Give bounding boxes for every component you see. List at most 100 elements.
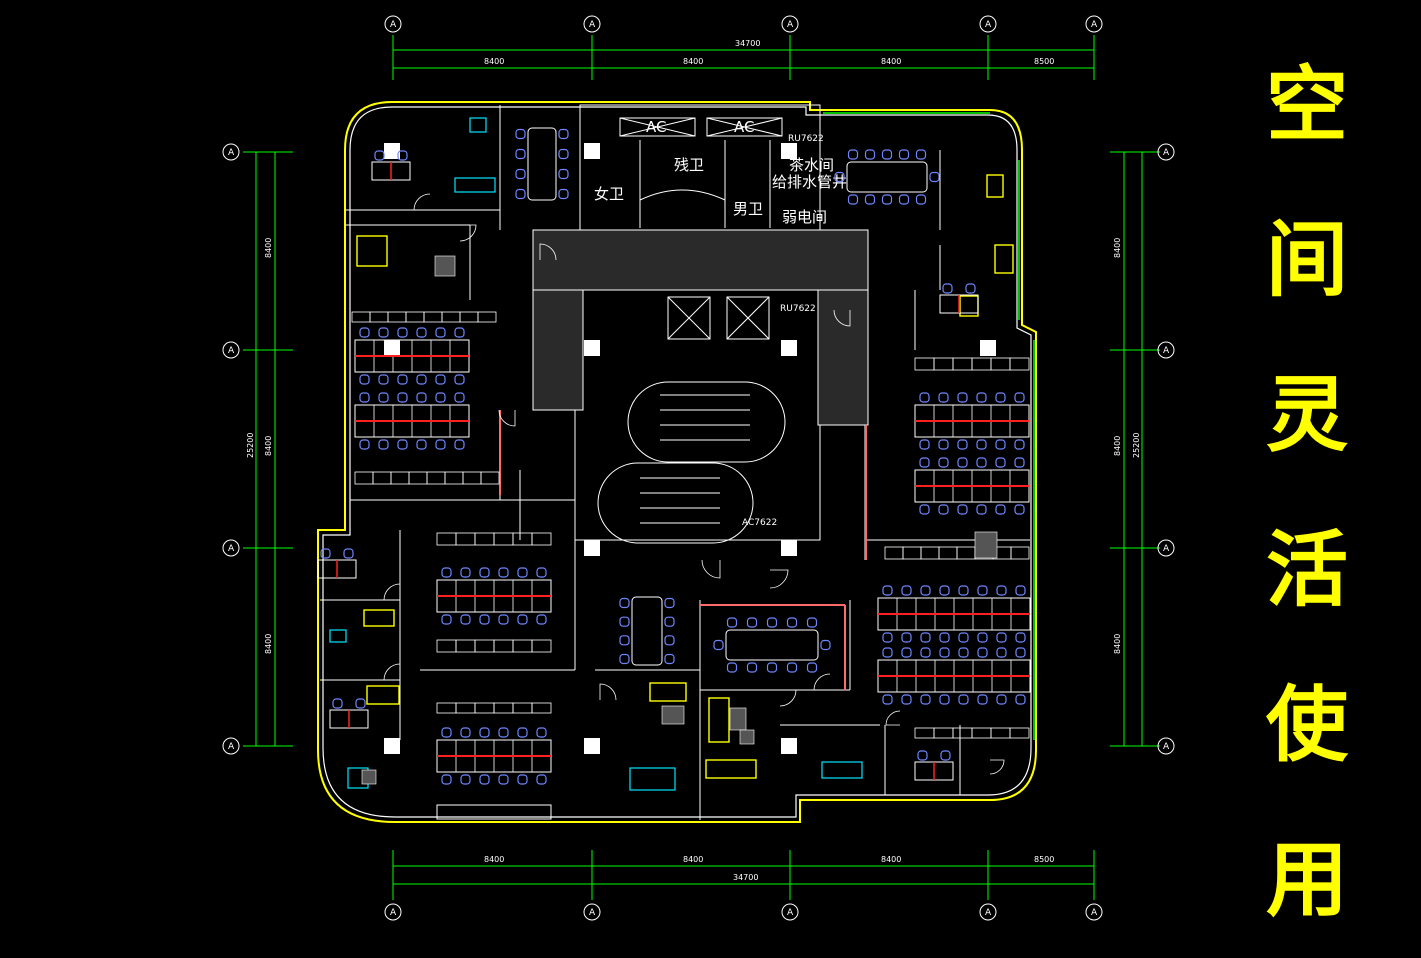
office-desk bbox=[708, 697, 730, 743]
chair-icon bbox=[536, 614, 547, 625]
chair-icon bbox=[917, 750, 928, 761]
dim-right-total: 25200 bbox=[1132, 433, 1141, 458]
chair-icon bbox=[766, 617, 778, 628]
chair-icon bbox=[976, 457, 987, 468]
glass-partitions bbox=[499, 410, 867, 690]
grid-marker-icon bbox=[583, 903, 601, 921]
chair-icon bbox=[536, 727, 547, 738]
storage-cabinet bbox=[956, 546, 976, 560]
dimension-lines bbox=[243, 35, 1160, 900]
door-swing bbox=[779, 689, 797, 707]
chair-icon bbox=[378, 439, 389, 450]
storage-cabinet bbox=[474, 639, 495, 653]
chair-icon bbox=[901, 585, 912, 596]
chair-icon bbox=[454, 439, 465, 450]
storage-cabinet bbox=[369, 311, 389, 323]
storage-cabinet bbox=[436, 804, 552, 820]
chair-icon bbox=[919, 457, 930, 468]
chair-icon bbox=[441, 567, 452, 578]
storage-cabinet bbox=[1009, 357, 1030, 371]
chair-icon bbox=[441, 727, 452, 738]
chair-icon bbox=[938, 504, 949, 515]
storage-cabinet bbox=[938, 546, 958, 560]
storage-cabinet bbox=[390, 471, 410, 485]
grid-marker-icon bbox=[222, 143, 240, 161]
chair-icon bbox=[359, 374, 370, 385]
grid-marker-label: A bbox=[1163, 544, 1170, 554]
grid-marker-label: A bbox=[1163, 148, 1170, 158]
storage-cabinet bbox=[474, 532, 495, 546]
storage-cabinet bbox=[531, 532, 552, 546]
chair-icon bbox=[515, 128, 526, 140]
chair-icon bbox=[416, 439, 427, 450]
chair-icon bbox=[929, 171, 940, 183]
chair-icon bbox=[939, 632, 950, 643]
chair-icon bbox=[498, 567, 509, 578]
equipment-tag: RU7622 bbox=[788, 134, 824, 144]
grid-marker-label: A bbox=[228, 544, 235, 554]
storage-cabinet bbox=[493, 702, 514, 714]
chair-icon bbox=[996, 694, 1007, 705]
meeting-table bbox=[631, 596, 663, 666]
meeting-table bbox=[725, 629, 819, 661]
storage-cabinet bbox=[933, 357, 954, 371]
storage-cabinet bbox=[493, 532, 514, 546]
chair-icon bbox=[834, 171, 845, 183]
chair-icon bbox=[915, 194, 927, 205]
chair-icon bbox=[1015, 694, 1026, 705]
dim-bottom-total: 34700 bbox=[733, 873, 758, 882]
storage-cabinet bbox=[512, 702, 533, 714]
chair-icon bbox=[479, 567, 490, 578]
office-desk bbox=[649, 682, 687, 702]
chair-icon bbox=[746, 617, 758, 628]
chair-icon bbox=[460, 727, 471, 738]
storage-cabinet bbox=[444, 471, 464, 485]
grid-marker-icon bbox=[781, 903, 799, 921]
chair-icon bbox=[976, 439, 987, 450]
chair-icon bbox=[938, 439, 949, 450]
lounge-furniture bbox=[454, 177, 496, 193]
chair-icon bbox=[558, 188, 569, 200]
chair-icon bbox=[435, 327, 446, 338]
office-desk bbox=[705, 759, 757, 779]
storage-cabinet bbox=[436, 639, 457, 653]
grid-marker-label: A bbox=[985, 908, 992, 918]
room-accessible-wc: 残卫 bbox=[674, 156, 704, 174]
grid-marker-icon bbox=[222, 341, 240, 359]
chair-icon bbox=[882, 647, 893, 658]
storage-cabinet bbox=[1010, 546, 1030, 560]
dim-top-1: 8400 bbox=[484, 57, 504, 66]
chair-icon bbox=[536, 567, 547, 578]
storage-cabinet bbox=[462, 471, 482, 485]
door-swing bbox=[813, 673, 831, 691]
hatched-block bbox=[434, 255, 456, 277]
grid-marker-icon bbox=[1085, 15, 1103, 33]
office-desk bbox=[363, 609, 395, 627]
storage-cabinet bbox=[914, 727, 935, 739]
structural-columns bbox=[384, 143, 996, 754]
grid-marker-label: A bbox=[1091, 908, 1098, 918]
title-char: 使 bbox=[1265, 677, 1348, 773]
hatched-block bbox=[729, 707, 747, 731]
storage-cabinet bbox=[531, 639, 552, 653]
chair-icon bbox=[359, 439, 370, 450]
chair-icon bbox=[901, 647, 912, 658]
door-swing bbox=[769, 569, 789, 589]
grid-marker-icon bbox=[583, 15, 601, 33]
chair-icon bbox=[1014, 439, 1025, 450]
storage-cabinet bbox=[436, 702, 457, 714]
chair-icon bbox=[435, 392, 446, 403]
storage-cabinet bbox=[408, 471, 428, 485]
door-swing bbox=[599, 683, 617, 701]
dim-top-4: 8500 bbox=[1034, 57, 1054, 66]
grid-marker-icon bbox=[781, 15, 799, 33]
chair-icon bbox=[1015, 647, 1026, 658]
chair-icon bbox=[1015, 585, 1026, 596]
office-desk bbox=[994, 244, 1014, 274]
grid-marker-label: A bbox=[787, 20, 794, 30]
storage-cabinet bbox=[933, 727, 954, 739]
chair-icon bbox=[806, 662, 818, 673]
furniture-layer bbox=[317, 117, 1031, 820]
chair-icon bbox=[995, 392, 1006, 403]
chair-icon bbox=[441, 774, 452, 785]
